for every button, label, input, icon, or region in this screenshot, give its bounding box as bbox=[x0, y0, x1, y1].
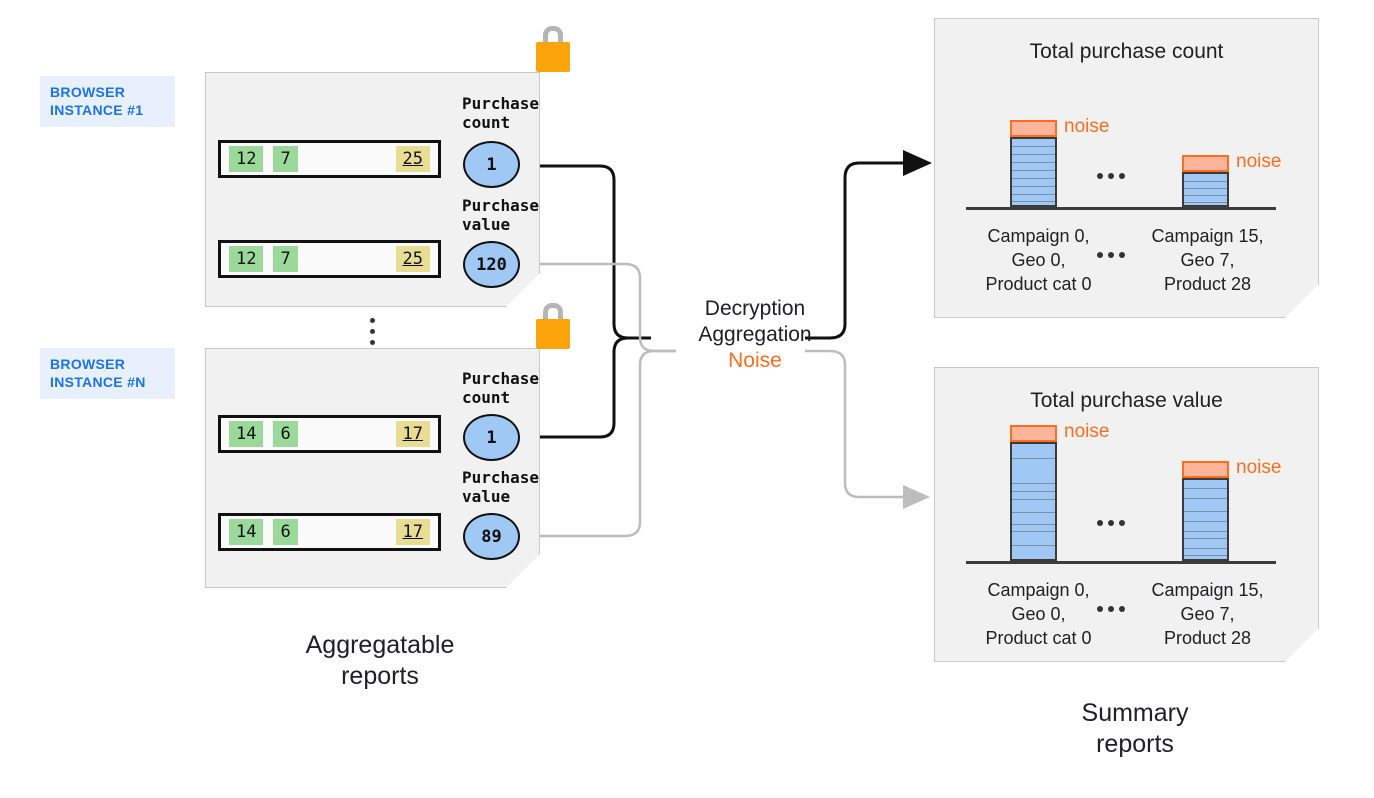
report-cell-value: 25 bbox=[395, 146, 430, 172]
purchase-value-bubble: 89 bbox=[463, 513, 520, 560]
category-label-campaign-0: Campaign 0, Geo 0, Product cat 0 bbox=[985, 226, 1092, 294]
report-cell-campaign: 14 bbox=[229, 519, 264, 545]
noise-label-bar-2: noise bbox=[1236, 457, 1282, 478]
noise-label-bar-2: noise bbox=[1236, 151, 1282, 172]
process-noise-label: Noise bbox=[728, 349, 782, 372]
metric-label-purchase-value: Purchase value bbox=[462, 468, 540, 506]
noise-segment bbox=[1182, 155, 1229, 172]
noise-label-bar-1: noise bbox=[1064, 116, 1110, 137]
report-row: 12 7 25 bbox=[218, 240, 441, 278]
bar-campaign-15 bbox=[1182, 172, 1229, 207]
vertical-ellipsis-icon bbox=[370, 318, 375, 345]
category-ellipsis-icon bbox=[1097, 252, 1125, 258]
report-cell-value: 25 bbox=[395, 246, 430, 272]
report-cell-geo: 7 bbox=[273, 146, 298, 172]
report-row: 12 7 25 bbox=[218, 140, 441, 178]
noise-segment bbox=[1010, 425, 1057, 442]
chart-ellipsis-icon bbox=[1097, 520, 1125, 526]
badge-browser-instance-n: BROWSER INSTANCE #N bbox=[40, 348, 175, 399]
report-row: 14 6 17 bbox=[218, 415, 441, 453]
chart-ellipsis-icon bbox=[1097, 173, 1125, 179]
noise-segment bbox=[1182, 461, 1229, 478]
category-label-campaign-0: Campaign 0, Geo 0, Product cat 0 bbox=[985, 580, 1092, 648]
metric-label-purchase-value: Purchase value bbox=[462, 196, 540, 234]
noise-label-bar-1: noise bbox=[1064, 421, 1110, 442]
chart-title-purchase-value: Total purchase value bbox=[1030, 389, 1223, 412]
chart-axis bbox=[966, 207, 1276, 210]
category-label-campaign-15: Campaign 15, Geo 7, Product 28 bbox=[1151, 580, 1264, 648]
report-row: 14 6 17 bbox=[218, 513, 441, 551]
process-decryption-label: Decryption bbox=[704, 297, 806, 320]
padlock-icon bbox=[534, 303, 572, 359]
process-aggregation-label: Aggregation bbox=[698, 323, 812, 346]
bar-campaign-0 bbox=[1010, 442, 1057, 561]
metric-label-purchase-count: Purchase count bbox=[462, 369, 540, 407]
chart-axis bbox=[966, 561, 1276, 564]
summary-report-panel-count bbox=[934, 18, 1319, 318]
metric-label-purchase-count: Purchase count bbox=[462, 94, 540, 132]
report-cell-campaign: 14 bbox=[229, 421, 264, 447]
category-ellipsis-icon bbox=[1097, 606, 1125, 612]
noise-segment bbox=[1010, 120, 1057, 137]
category-label-campaign-15: Campaign 15, Geo 7, Product 28 bbox=[1151, 226, 1264, 294]
report-cell-value: 17 bbox=[395, 421, 430, 447]
report-cell-value: 17 bbox=[395, 519, 430, 545]
process-step: Decryption Aggregation Noise bbox=[660, 296, 850, 374]
report-cell-geo: 6 bbox=[273, 519, 298, 545]
caption-aggregatable-reports: Aggregatable reports bbox=[305, 631, 455, 690]
badge-browser-instance-1: BROWSER INSTANCE #1 bbox=[40, 76, 175, 127]
purchase-value-bubble: 120 bbox=[463, 241, 520, 288]
purchase-count-bubble: 1 bbox=[463, 414, 520, 461]
caption-summary-reports: Summary reports bbox=[1081, 699, 1189, 758]
bar-campaign-15 bbox=[1182, 478, 1229, 561]
padlock-icon bbox=[534, 26, 572, 82]
report-cell-geo: 6 bbox=[273, 421, 298, 447]
chart-title-purchase-count: Total purchase count bbox=[1029, 40, 1224, 63]
report-cell-geo: 7 bbox=[273, 246, 298, 272]
report-cell-campaign: 12 bbox=[229, 246, 264, 272]
purchase-count-bubble: 1 bbox=[463, 141, 520, 188]
summary-report-panel-value bbox=[934, 367, 1319, 662]
report-cell-campaign: 12 bbox=[229, 146, 264, 172]
bar-campaign-0 bbox=[1010, 137, 1057, 207]
